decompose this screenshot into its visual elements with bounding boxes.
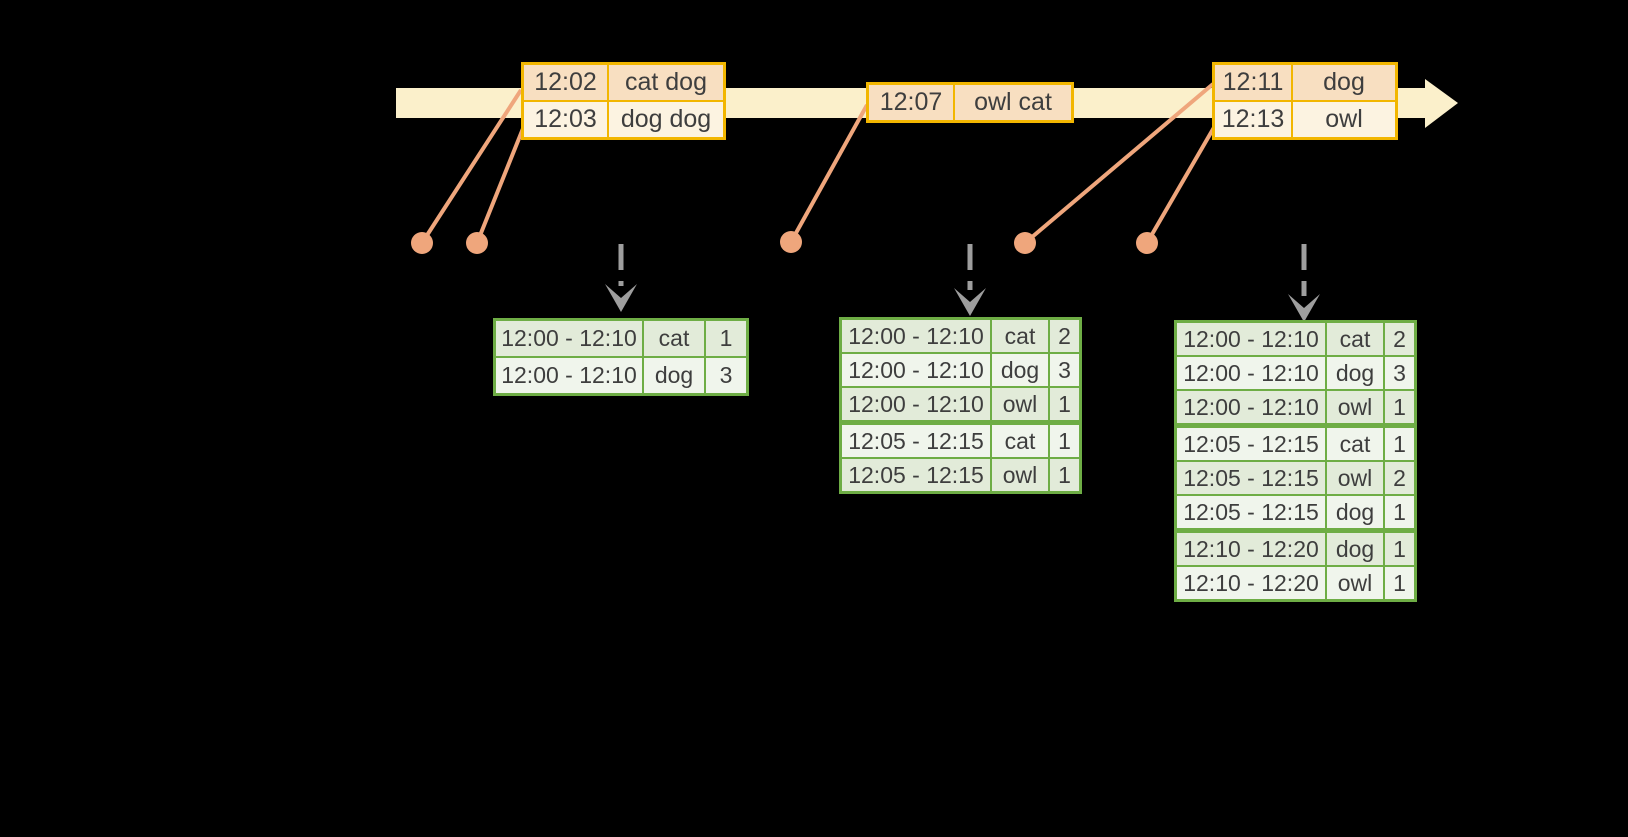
event-dot-1 <box>411 232 433 254</box>
window-cell: 12:00 - 12:10 <box>1174 320 1327 357</box>
event-time-cell: 12:11 <box>1212 62 1293 102</box>
table-row: 12:05 - 12:15 dog 1 <box>1174 494 1417 532</box>
table-row: 12:00 - 12:10 cat 2 <box>1174 320 1417 357</box>
table-row: 12:00 - 12:10 dog 3 <box>493 356 749 396</box>
event-words-cell: dog <box>1291 62 1398 102</box>
word-cell: dog <box>990 352 1050 388</box>
window-cell: 12:05 - 12:15 <box>1174 494 1327 532</box>
word-cell: cat <box>990 317 1050 354</box>
table-row: 12:05 - 12:15 owl 2 <box>1174 460 1417 496</box>
window-cell: 12:10 - 12:20 <box>1174 528 1327 567</box>
event-words-cell: owl <box>1291 100 1398 140</box>
window-cell: 12:05 - 12:15 <box>1174 460 1327 496</box>
event-time-cell: 12:03 <box>521 100 609 140</box>
count-cell: 3 <box>1048 352 1082 388</box>
table-row: 12:07 owl cat <box>866 82 1074 123</box>
window-cell: 12:00 - 12:10 <box>493 318 644 358</box>
table-row: 12:00 - 12:10 owl 1 <box>839 386 1082 424</box>
window-cell: 12:05 - 12:15 <box>839 420 992 459</box>
count-cell: 1 <box>1383 423 1417 462</box>
connector-line-1213 <box>1145 122 1218 245</box>
event-table-2: 12:07 owl cat <box>866 82 1074 123</box>
count-cell: 2 <box>1383 320 1417 357</box>
word-cell: cat <box>1325 320 1385 357</box>
event-words-cell: cat dog <box>607 62 726 102</box>
window-cell: 12:00 - 12:10 <box>493 356 644 396</box>
window-cell: 12:00 - 12:10 <box>1174 389 1327 427</box>
count-cell: 1 <box>1383 528 1417 567</box>
event-dot-2 <box>466 232 488 254</box>
connector-line-1211 <box>1023 82 1215 245</box>
count-cell: 3 <box>1383 355 1417 391</box>
table-row: 12:11 dog <box>1212 62 1398 102</box>
window-cell: 12:10 - 12:20 <box>1174 565 1327 602</box>
table-row: 12:10 - 12:20 dog 1 <box>1174 528 1417 567</box>
connector-line-1202 <box>420 88 523 245</box>
word-cell: cat <box>990 420 1050 459</box>
event-time-cell: 12:07 <box>866 82 955 123</box>
table-row: 12:13 owl <box>1212 100 1398 140</box>
table-row: 12:03 dog dog <box>521 100 726 140</box>
event-time-cell: 12:13 <box>1212 100 1293 140</box>
trigger-arrowhead-icon-2 <box>954 288 986 316</box>
table-row: 12:00 - 12:10 owl 1 <box>1174 389 1417 427</box>
table-row: 12:05 - 12:15 cat 1 <box>1174 423 1417 462</box>
event-time-cell: 12:02 <box>521 62 609 102</box>
trigger-arrowhead-icon-1 <box>605 284 637 312</box>
event-words-cell: owl cat <box>953 82 1074 123</box>
result-table-2: 12:00 - 12:10 cat 2 12:00 - 12:10 dog 3 … <box>839 317 1082 494</box>
event-table-1: 12:02 cat dog 12:03 dog dog <box>521 62 726 140</box>
window-cell: 12:00 - 12:10 <box>1174 355 1327 391</box>
count-cell: 2 <box>1383 460 1417 496</box>
window-cell: 12:05 - 12:15 <box>839 457 992 494</box>
table-row: 12:00 - 12:10 cat 2 <box>839 317 1082 354</box>
window-cell: 12:00 - 12:10 <box>839 386 992 424</box>
table-row: 12:05 - 12:15 owl 1 <box>839 457 1082 494</box>
word-cell: cat <box>642 318 706 358</box>
count-cell: 1 <box>1383 494 1417 532</box>
word-cell: dog <box>642 356 706 396</box>
connector-line-1207 <box>789 104 869 243</box>
window-cell: 12:00 - 12:10 <box>839 317 992 354</box>
count-cell: 1 <box>1048 420 1082 459</box>
table-row: 12:05 - 12:15 cat 1 <box>839 420 1082 459</box>
count-cell: 2 <box>1048 317 1082 354</box>
timeline-arrowhead-icon <box>1425 79 1458 128</box>
word-cell: owl <box>1325 460 1385 496</box>
word-cell: dog <box>1325 494 1385 532</box>
word-cell: owl <box>990 457 1050 494</box>
window-cell: 12:05 - 12:15 <box>1174 423 1327 462</box>
count-cell: 3 <box>704 356 749 396</box>
word-cell: dog <box>1325 355 1385 391</box>
result-table-1: 12:00 - 12:10 cat 1 12:00 - 12:10 dog 3 <box>493 318 749 396</box>
word-cell: owl <box>990 386 1050 424</box>
count-cell: 1 <box>1383 565 1417 602</box>
word-cell: owl <box>1325 389 1385 427</box>
table-row: 12:00 - 12:10 dog 3 <box>839 352 1082 388</box>
event-dot-3 <box>780 231 802 253</box>
event-table-3: 12:11 dog 12:13 owl <box>1212 62 1398 140</box>
connector-line-1203 <box>475 125 526 244</box>
event-dot-5 <box>1136 232 1158 254</box>
count-cell: 1 <box>1383 389 1417 427</box>
word-cell: cat <box>1325 423 1385 462</box>
count-cell: 1 <box>1048 386 1082 424</box>
count-cell: 1 <box>704 318 749 358</box>
result-table-3: 12:00 - 12:10 cat 2 12:00 - 12:10 dog 3 … <box>1174 320 1417 602</box>
trigger-arrowhead-icon-3 <box>1288 294 1320 322</box>
word-cell: dog <box>1325 528 1385 567</box>
event-dot-4 <box>1014 232 1036 254</box>
table-row: 12:00 - 12:10 dog 3 <box>1174 355 1417 391</box>
count-cell: 1 <box>1048 457 1082 494</box>
word-cell: owl <box>1325 565 1385 602</box>
table-row: 12:00 - 12:10 cat 1 <box>493 318 749 358</box>
window-cell: 12:00 - 12:10 <box>839 352 992 388</box>
table-row: 12:02 cat dog <box>521 62 726 102</box>
table-row: 12:10 - 12:20 owl 1 <box>1174 565 1417 602</box>
event-words-cell: dog dog <box>607 100 726 140</box>
